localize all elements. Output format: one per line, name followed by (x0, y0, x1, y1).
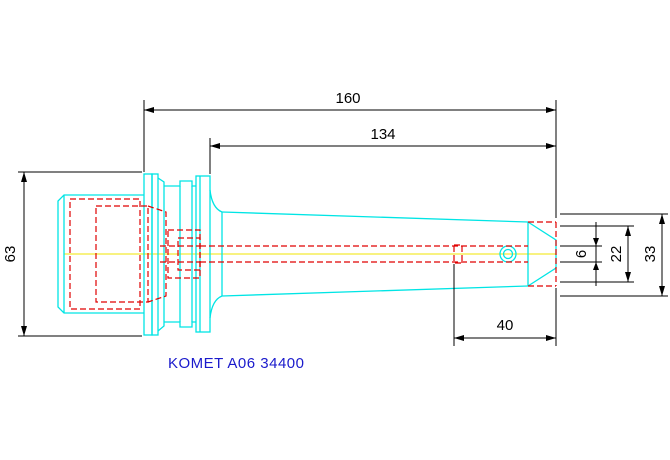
dim-shank-length: 134 (370, 126, 395, 143)
dim-overall-length: 160 (335, 90, 360, 107)
dim-flange-diameter: 63 (2, 246, 19, 263)
dim-tip-length: 40 (497, 317, 514, 334)
dimension-arrows (21, 107, 665, 341)
dim-tip-diameter: 33 (642, 246, 659, 263)
part-number-caption: KOMET A06 34400 (168, 355, 305, 372)
dim-pilot-diameter: 22 (608, 246, 625, 263)
dimension-lines (18, 100, 668, 346)
dim-bore-diameter: 6 (573, 250, 590, 258)
hidden-lines (69, 198, 557, 310)
